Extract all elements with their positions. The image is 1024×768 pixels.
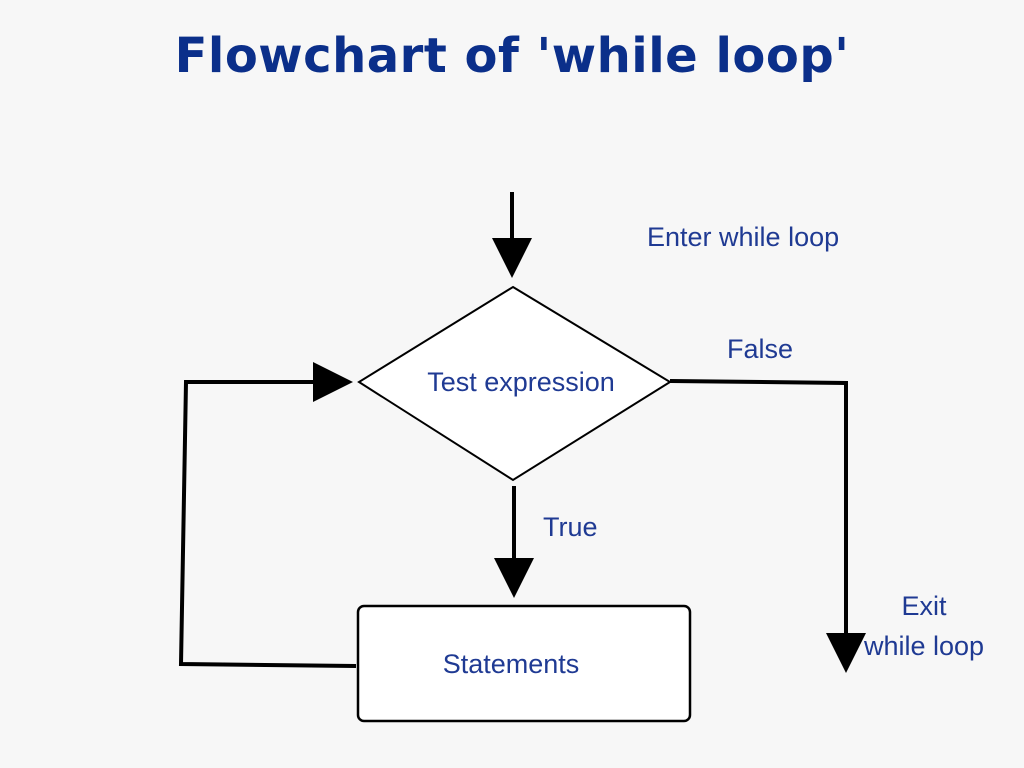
process-box [356, 604, 692, 723]
exit-label: Exit while loop [848, 586, 1000, 666]
decision-diamond [357, 285, 672, 482]
exit-label-line1: Exit [901, 591, 947, 621]
decision-text: Test expression [427, 367, 615, 397]
true-label: True [543, 512, 598, 542]
false-exit-path [669, 379, 866, 673]
exit-label-line2: while loop [863, 631, 985, 661]
process-text: Statements [442, 649, 580, 679]
enter-label: Enter while loop [647, 222, 840, 252]
page-title: Flowchart of 'while loop' [174, 28, 850, 84]
loop-back-path [178, 362, 357, 668]
false-label: False [727, 334, 794, 364]
